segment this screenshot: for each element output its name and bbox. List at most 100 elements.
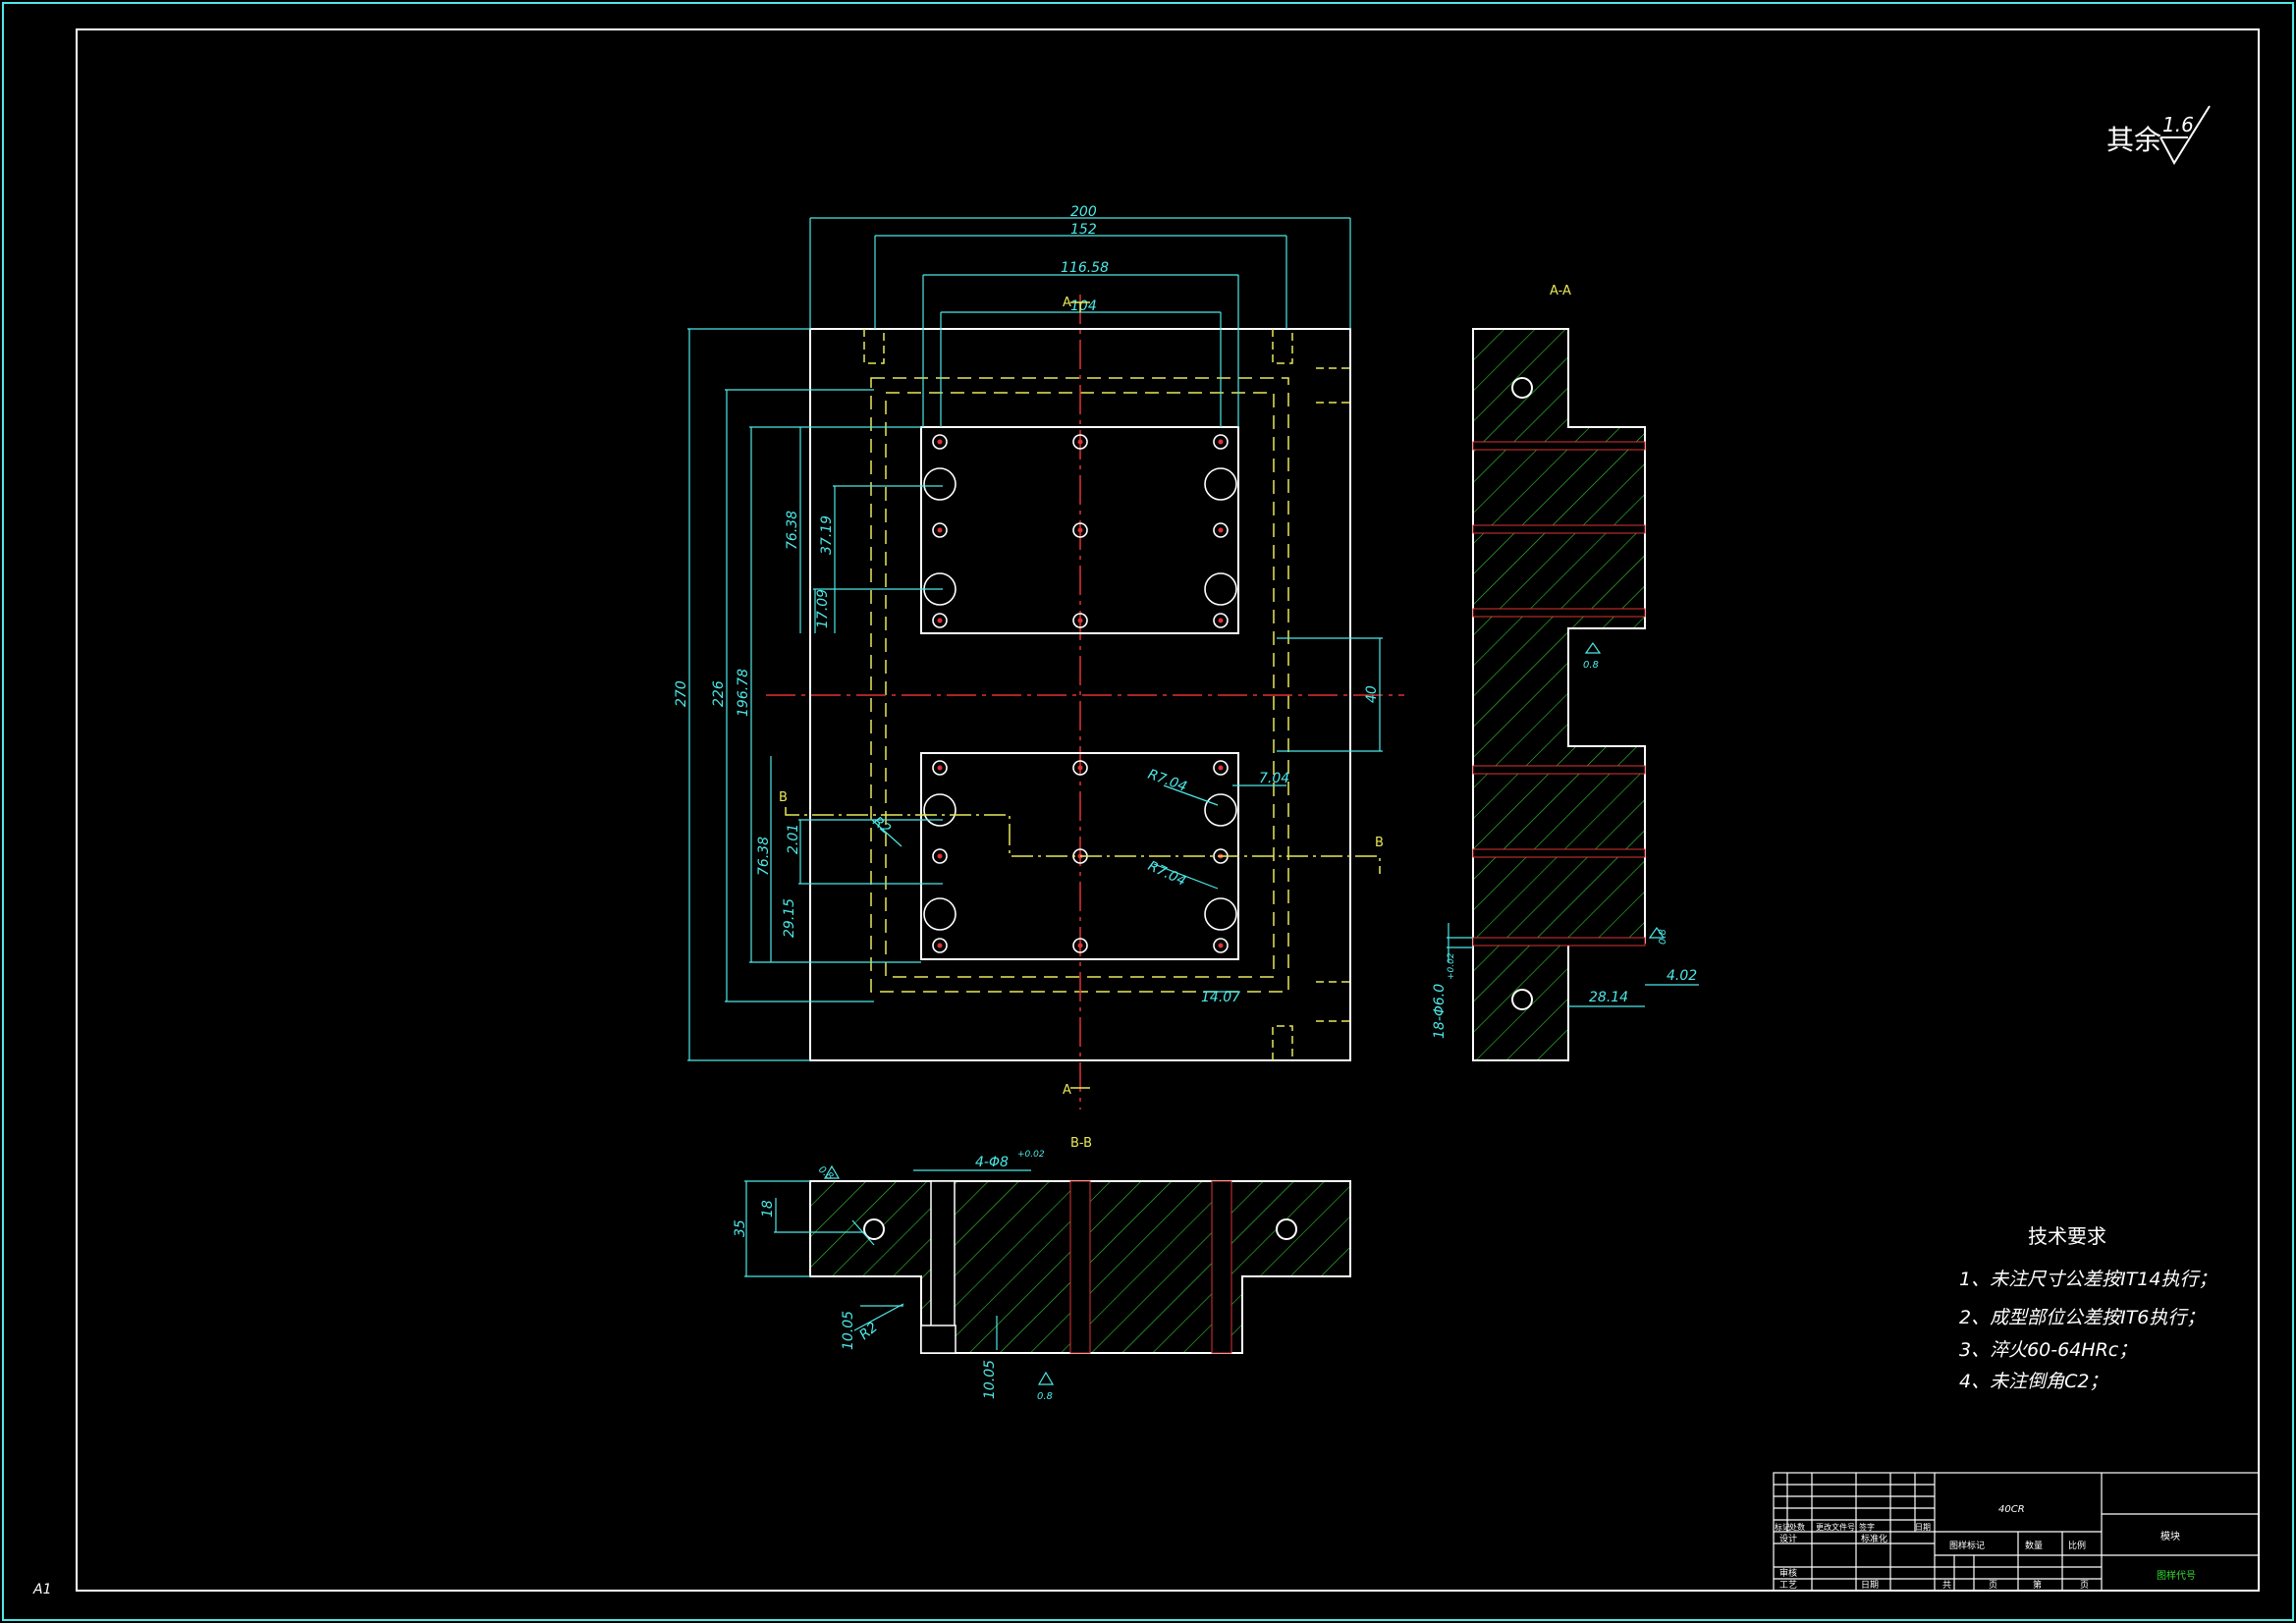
pin-hole	[1213, 938, 1229, 953]
dim-2-01: 2.01	[786, 824, 801, 854]
tb-page: 页	[2080, 1580, 2089, 1591]
bb-dim-hole: 4-Φ8	[975, 1155, 1009, 1170]
pin-hole-center	[1218, 943, 1224, 948]
aa-dim-4: 4.02	[1667, 968, 1697, 984]
title-block-texts: 40CR 模块 图样代号 标记 处数 更改文件号 签字 日期 设计 标准化 审核…	[1775, 1504, 2196, 1591]
aa-dim-hole: 18-Φ6.0	[1432, 984, 1448, 1039]
tb-drawing-no: 图样代号	[2157, 1569, 2196, 1582]
pin-hole	[1213, 760, 1229, 776]
pin-hole-center	[937, 527, 943, 533]
pin-hole	[1072, 434, 1088, 450]
pin-hole-center	[937, 853, 943, 859]
dim-29-15: 29.15	[782, 898, 797, 938]
tb-header-2: 更改文件号	[1816, 1522, 1855, 1532]
aa-dim-hole-tol: +0.02	[1447, 952, 1456, 980]
dim-r7-upper: R7.04	[1146, 767, 1189, 795]
tb-sheets: 页	[1989, 1580, 1997, 1591]
bb-dim-r2: R2	[856, 1320, 881, 1343]
dim-37-19: 37.19	[819, 515, 835, 555]
pin-hole-center	[937, 765, 943, 771]
side-pocket	[923, 793, 957, 827]
dim-76-38-lower: 76.38	[756, 837, 772, 876]
pin-hole	[1072, 938, 1088, 953]
plan-holes	[923, 434, 1237, 953]
plan-dimension-texts: 200 152 116.58 104 270 226 196.78 76.38 …	[674, 204, 1380, 1005]
pin-hole	[1213, 613, 1229, 628]
aa-dimension-texts: 18-Φ6.0 +0.02 28.14 4.02 0.8 0.8	[1432, 660, 1697, 1039]
bb-dim-18: 18	[760, 1200, 776, 1217]
pin-hole	[1072, 613, 1088, 628]
pin-hole-center	[1077, 439, 1083, 445]
pin-hole	[1072, 760, 1088, 776]
surface-finish-icon	[2159, 105, 2211, 165]
pin-hole-center	[1218, 527, 1224, 533]
tech-requirements: 技术要求 1、未注尺寸公差按IT14执行； 2、成型部位公差按IT6执行； 3、…	[1959, 1224, 2216, 1392]
plan-view	[766, 295, 1404, 1109]
side-pocket	[1204, 793, 1237, 827]
pin-hole-center	[1077, 527, 1083, 533]
dim-40: 40	[1364, 685, 1380, 703]
pin-hole	[932, 613, 948, 628]
tb-sheet-no: 第	[2033, 1579, 2042, 1591]
dim-116: 116.58	[1061, 260, 1109, 276]
pin-hole-center	[1077, 618, 1083, 623]
tb-header-3: 签字	[1859, 1522, 1875, 1532]
section-b-mark-left: B	[779, 790, 788, 805]
aa-dimension-lines	[1447, 641, 1699, 1007]
bb-dim-hole-tol: +0.02	[1017, 1150, 1045, 1160]
tb-header-0: 标记	[1775, 1522, 1790, 1532]
dim-104: 104	[1070, 298, 1097, 314]
side-pocket	[923, 897, 957, 931]
bb-dimension-lines	[744, 1164, 1055, 1385]
aa-outline	[1472, 328, 1646, 1061]
tb-quantity: 数量	[2025, 1540, 2043, 1551]
aa-section-view	[1472, 328, 1646, 1061]
side-pocket	[1204, 467, 1237, 501]
pin-hole	[1072, 522, 1088, 538]
section-a-mark-bottom: A	[1063, 1083, 1071, 1098]
bb-dim-10-a: 10.05	[841, 1311, 856, 1350]
dim-226: 226	[711, 680, 727, 707]
tech-req-3: 3、淬火60-64HRc；	[1959, 1339, 2137, 1361]
tb-part-name: 模块	[2160, 1531, 2180, 1542]
dim-152: 152	[1070, 222, 1097, 238]
tech-requirements-title: 技术要求	[2028, 1224, 2106, 1248]
tb-total: 共	[1942, 1580, 1951, 1591]
pin-hole-center	[1077, 765, 1083, 771]
section-a-mark-top: A	[1063, 296, 1071, 310]
tb-header-4: 日期	[1915, 1523, 1931, 1532]
dim-76-38-upper: 76.38	[785, 511, 800, 550]
aa-dim-28: 28.14	[1589, 990, 1628, 1005]
tb-stage-mark: 图样标记	[1949, 1540, 1985, 1551]
aa-rough-2: 0.8	[1658, 929, 1668, 945]
pin-hole	[932, 522, 948, 538]
dim-7-04: 7.04	[1259, 771, 1289, 786]
pin-hole	[932, 434, 948, 450]
tb-date: 日期	[1861, 1580, 1879, 1591]
tech-req-4: 4、未注倒角C2；	[1959, 1371, 2107, 1392]
tb-process: 工艺	[1779, 1580, 1797, 1591]
tb-scale: 比例	[2068, 1540, 2086, 1551]
tb-designer: 设计	[1779, 1533, 1797, 1544]
bb-dim-35: 35	[733, 1219, 748, 1237]
bb-section-title: B-B	[1070, 1136, 1092, 1151]
bb-section-view	[809, 1180, 1351, 1354]
plan-dimension-lines	[687, 217, 1383, 1061]
side-pocket	[1204, 897, 1237, 931]
sheet-inner-border	[76, 28, 2260, 1592]
pin-hole-center	[1218, 618, 1224, 623]
tech-req-2: 2、成型部位公差按IT6执行；	[1959, 1307, 2205, 1328]
tb-standardized: 标准化	[1861, 1533, 1887, 1544]
upper-cavity	[920, 426, 1239, 634]
pin-hole-center	[1218, 765, 1224, 771]
pin-hole	[1213, 434, 1229, 450]
section-markers	[785, 301, 1381, 1089]
surface-finish-value: 1.6	[2162, 113, 2194, 136]
pin-hole-center	[1077, 943, 1083, 948]
tb-material: 40CR	[1998, 1504, 2025, 1515]
title-block	[1773, 1472, 2260, 1592]
pin-hole	[1213, 522, 1229, 538]
dim-r2: R2	[869, 814, 894, 838]
